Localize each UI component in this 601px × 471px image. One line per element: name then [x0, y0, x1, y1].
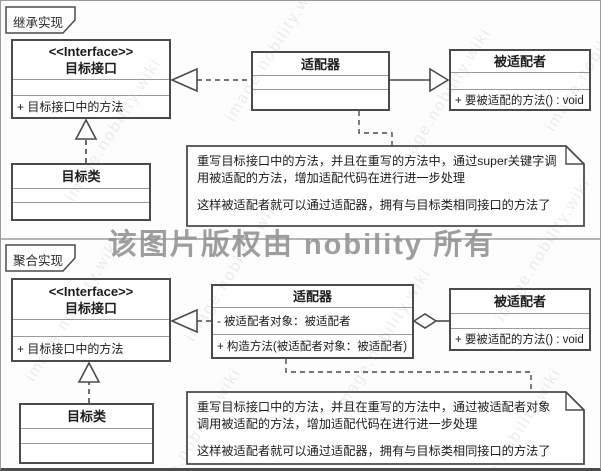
frame-tab-inheritance: [5, 6, 76, 34]
empty-compartment: [13, 188, 149, 202]
note-anchor-top: [358, 111, 393, 146]
realization-adapter-interface-bottom: [170, 308, 211, 334]
note-fold-icon: [565, 146, 584, 165]
adaptee-method: + 要被适配的方法() : void: [451, 328, 589, 349]
class-box-adaptee-top: 被适配者 + 要被适配的方法() : void: [449, 49, 591, 111]
class-title: <<Interface>> 目标接口: [13, 280, 169, 319]
hollow-triangle-icon: [77, 361, 101, 383]
empty-compartment: [13, 319, 169, 336]
empty-compartment: [253, 89, 388, 109]
realization-target-interface-bottom: [77, 361, 101, 403]
interface-name: 目标接口: [64, 61, 117, 76]
empty-compartment: [253, 75, 388, 89]
aggregation-adapter-adaptee: [412, 313, 449, 329]
class-title: 适配器: [292, 289, 332, 304]
realization-adapter-interface-top: [170, 67, 251, 93]
class-title: 被适配者: [493, 294, 546, 309]
class-box-target-interface-bottom: <<Interface>> 目标接口 + 目标接口中的方法: [11, 278, 171, 362]
note-fold-icon: [565, 392, 584, 411]
interface-name: 目标接口: [64, 300, 117, 316]
class-box-target-class-top: 目标类: [11, 163, 151, 221]
adaptee-method: + 要被适配的方法() : void: [451, 89, 589, 109]
class-title: 被适配者: [493, 54, 546, 69]
hollow-diamond-icon: [412, 313, 438, 329]
class-title: <<Interface>> 目标接口: [13, 41, 169, 79]
note-paragraph: 这样被适配者就可以通过适配器，拥有与目标类相同接口的方法了: [197, 444, 551, 458]
realization-target-interface-top: [74, 118, 98, 163]
empty-compartment: [13, 202, 149, 219]
hollow-triangle-icon: [429, 67, 450, 93]
empty-compartment: [13, 79, 169, 95]
empty-compartment: [451, 313, 589, 328]
frame-label-inheritance: 继承实现: [13, 16, 64, 30]
hollow-triangle-icon: [170, 308, 198, 334]
empty-compartment: [451, 72, 589, 89]
class-box-adapter-top: 适配器: [251, 51, 390, 111]
hollow-triangle-icon: [74, 118, 98, 140]
note-paragraph: 重写目标接口中的方法，并且在重写的方法中，通过被适配者对象调用被适配的方法，增加…: [197, 400, 551, 431]
empty-compartment: [21, 428, 152, 443]
interface-method: + 目标接口中的方法: [13, 336, 169, 360]
note-shape-bottom: [186, 391, 585, 465]
note-text-top: 重写目标接口中的方法，并且在重写的方法中，通过super关键字调用被适配的方法，…: [187, 146, 571, 221]
interface-stereotype: <<Interface>>: [48, 283, 134, 299]
class-box-target-class-bottom: 目标类: [19, 403, 154, 464]
frame-label-aggregation: 聚合实现: [13, 254, 64, 268]
note-anchor-bottom: [285, 359, 532, 392]
interface-method: + 目标接口中的方法: [13, 95, 169, 117]
adapter-method: + 构造方法(被适配者对象：被适配者): [213, 334, 412, 357]
note-paragraph: 重写目标接口中的方法，并且在重写的方法中，通过super关键字调用被适配的方法，…: [197, 154, 557, 185]
hollow-triangle-icon: [170, 67, 198, 93]
class-title: 目标类: [61, 169, 101, 184]
note-paragraph: 这样被适配者就可以通过适配器，拥有与目标类相同接口的方法了: [197, 198, 551, 212]
adapter-attribute: - 被适配者对象：被适配者: [213, 307, 412, 334]
class-box-target-interface-top: <<Interface>> 目标接口 + 目标接口中的方法: [11, 39, 171, 119]
generalization-adapter-adaptee-top: [390, 67, 450, 93]
class-box-adaptee-bottom: 被适配者 + 要被适配的方法() : void: [449, 288, 591, 351]
empty-compartment: [21, 443, 152, 462]
class-title: 适配器: [300, 56, 340, 72]
note-shape-top: [186, 145, 585, 227]
class-title: 目标类: [66, 409, 106, 424]
frame-tab-aggregation: [5, 244, 76, 272]
interface-stereotype: <<Interface>>: [48, 44, 134, 59]
note-text-bottom: 重写目标接口中的方法，并且在重写的方法中，通过被适配者对象调用被适配的方法，增加…: [187, 392, 571, 467]
class-box-adapter-bottom: 适配器 - 被适配者对象：被适配者 + 构造方法(被适配者对象：被适配者): [211, 284, 414, 359]
